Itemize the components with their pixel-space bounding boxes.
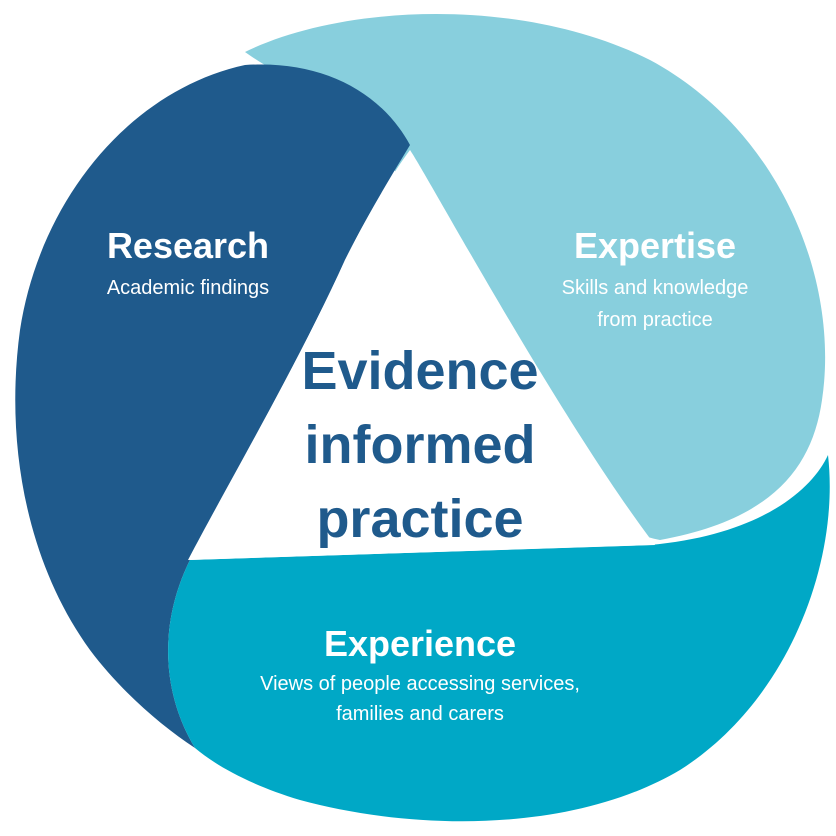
- expertise-subtitle-line-2: from practice: [597, 309, 713, 331]
- center-line-evidence: Evidence: [301, 341, 538, 401]
- expertise-subtitle-line-1: Skills and knowledge: [562, 277, 749, 299]
- research-title: Research: [107, 225, 269, 266]
- center-line-informed: informed: [304, 415, 535, 475]
- segment-research: [15, 64, 411, 749]
- center-triangle: [188, 150, 655, 560]
- research-subtitle-line-1: Academic findings: [107, 277, 269, 299]
- expertise-title: Expertise: [574, 225, 736, 266]
- experience-subtitle-line-2: families and carers: [336, 703, 504, 725]
- segment-experience: [168, 455, 830, 822]
- experience-title: Experience: [324, 623, 516, 664]
- center-line-practice: practice: [316, 489, 523, 549]
- experience-subtitle-line-1: Views of people accessing services,: [260, 673, 580, 695]
